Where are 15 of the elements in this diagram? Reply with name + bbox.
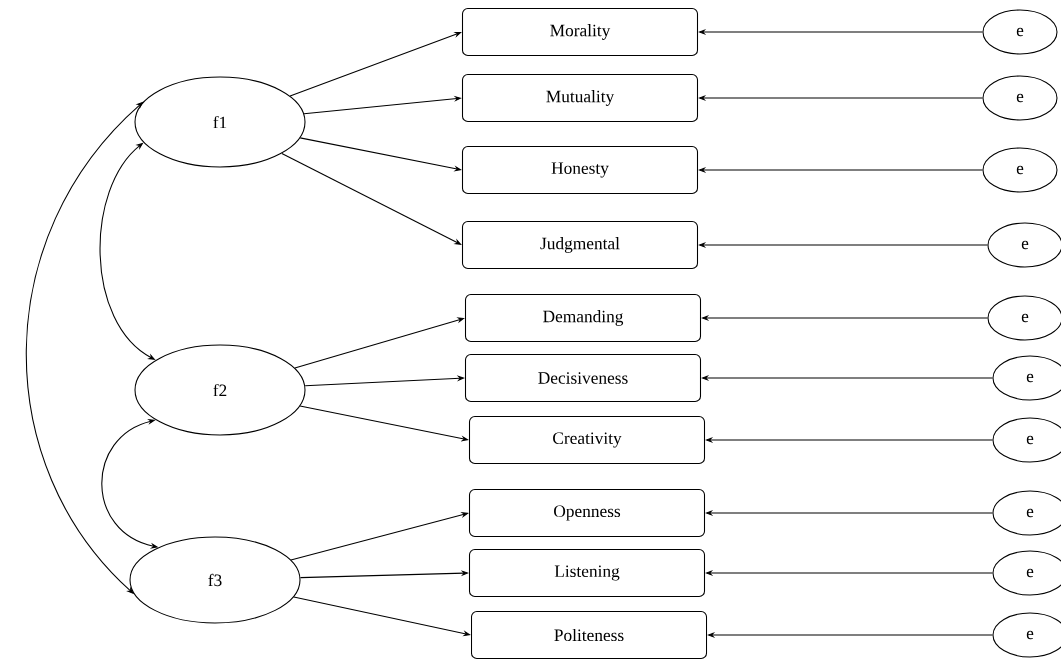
indicator-box: Creativity: [468, 415, 706, 465]
indicator-box: Politeness: [470, 610, 708, 660]
indicator-box: Listening: [468, 548, 706, 598]
indicator-box: Decisiveness: [464, 353, 702, 403]
loading-arrow: [290, 512, 469, 561]
loading-arrow: [299, 405, 469, 442]
indicator-box: Judgmental: [461, 220, 699, 270]
indicator-box: Mutuality: [461, 73, 699, 123]
loading-arrow: [294, 317, 465, 369]
indicator-box: Demanding: [464, 293, 702, 343]
loading-arrow: [289, 31, 462, 97]
indicator-box: Honesty: [461, 145, 699, 195]
indicator-box: Morality: [461, 7, 699, 57]
indicator-box: Openness: [468, 488, 706, 538]
loading-arrow: [281, 152, 462, 245]
